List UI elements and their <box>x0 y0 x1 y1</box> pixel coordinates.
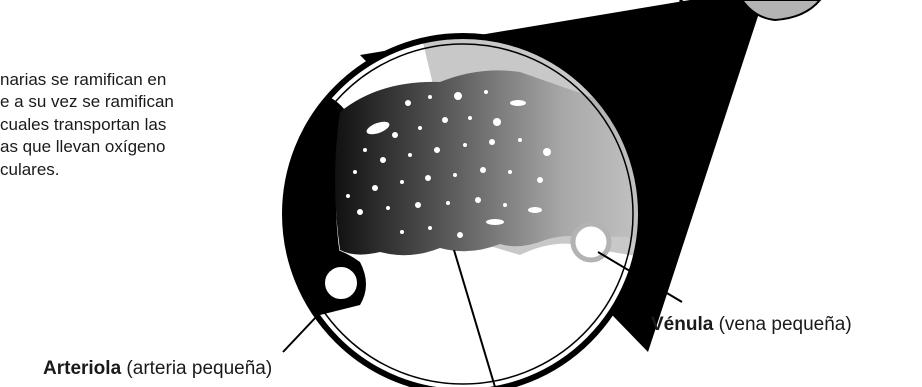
arteriola-label: Arteriola (arteria pequeña) <box>43 358 272 380</box>
venula-label-rest: (vena pequeña) <box>713 314 851 335</box>
venula-label-bold: Vénula <box>651 314 713 335</box>
arteriola-label-rest: (arteria pequeña) <box>121 358 272 379</box>
venula-label: Vénula (vena pequeña) <box>651 314 852 336</box>
arteriole-opening <box>322 264 360 302</box>
arteriola-label-bold: Arteriola <box>43 358 121 379</box>
